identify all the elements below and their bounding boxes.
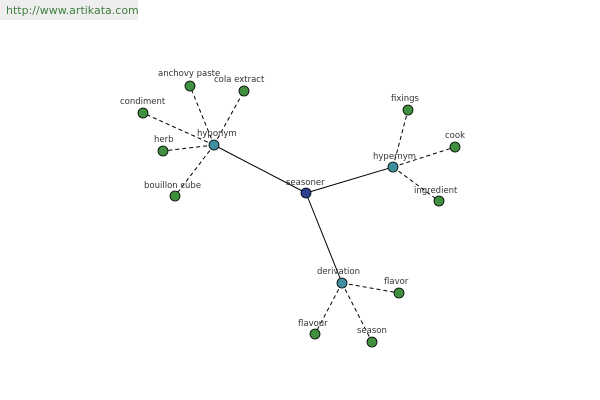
node-cook[interactable] xyxy=(449,141,461,153)
node-condiment[interactable] xyxy=(137,107,149,119)
label-ingredient: ingredient xyxy=(414,186,458,196)
edge-derivation-flavor xyxy=(341,282,400,294)
label-cola-extract: cola extract xyxy=(214,75,265,85)
node-season[interactable] xyxy=(366,336,378,348)
site-url-link[interactable]: http://www.artikata.com xyxy=(6,4,139,17)
node-hypernym[interactable] xyxy=(387,161,399,173)
nodes-layer xyxy=(137,80,461,348)
edge-seasoner-hyponym xyxy=(213,144,307,194)
node-hyponym[interactable] xyxy=(208,139,220,151)
edge-hyponym-condiment xyxy=(142,112,215,146)
node-fixings[interactable] xyxy=(402,104,414,116)
url-banner: http://www.artikata.com xyxy=(0,0,139,20)
node-ingredient[interactable] xyxy=(433,195,445,207)
edge-hyponym-herb xyxy=(162,144,215,152)
label-hyponym: hyponym xyxy=(197,129,237,139)
edge-hypernym-cook xyxy=(392,146,456,168)
label-flavor: flavor xyxy=(384,277,409,287)
label-hypernym: hypernym xyxy=(373,152,416,162)
node-cola-extract[interactable] xyxy=(238,85,250,97)
label-anchovy-paste: anchovy paste xyxy=(158,69,220,79)
edge-hyponym-anchovy-paste xyxy=(189,85,215,146)
label-flavour: flavour xyxy=(298,319,328,329)
label-seasoner: seasoner xyxy=(286,178,325,188)
label-herb: herb xyxy=(154,135,174,145)
edge-seasoner-derivation xyxy=(305,192,343,284)
label-cook: cook xyxy=(445,131,465,141)
node-derivation[interactable] xyxy=(336,277,348,289)
node-herb[interactable] xyxy=(157,145,169,157)
label-season: season xyxy=(357,326,387,336)
node-seasoner[interactable] xyxy=(300,187,312,199)
label-condiment: condiment xyxy=(120,97,166,107)
edge-hyponym-bouillon-cube xyxy=(174,144,215,197)
edge-hypernym-ingredient xyxy=(392,166,440,202)
node-anchovy-paste[interactable] xyxy=(184,80,196,92)
edges-layer xyxy=(142,85,456,343)
label-fixings: fixings xyxy=(391,94,420,104)
edge-seasoner-hypernym xyxy=(305,166,394,194)
node-flavor[interactable] xyxy=(393,287,405,299)
node-bouillon-cube[interactable] xyxy=(169,190,181,202)
node-flavour[interactable] xyxy=(309,328,321,340)
edge-hyponym-cola-extract xyxy=(213,90,245,146)
edge-hypernym-fixings xyxy=(392,109,409,168)
label-bouillon-cube: bouillon cube xyxy=(144,181,201,191)
edge-derivation-flavour xyxy=(314,282,343,335)
label-derivation: derivation xyxy=(317,267,360,277)
